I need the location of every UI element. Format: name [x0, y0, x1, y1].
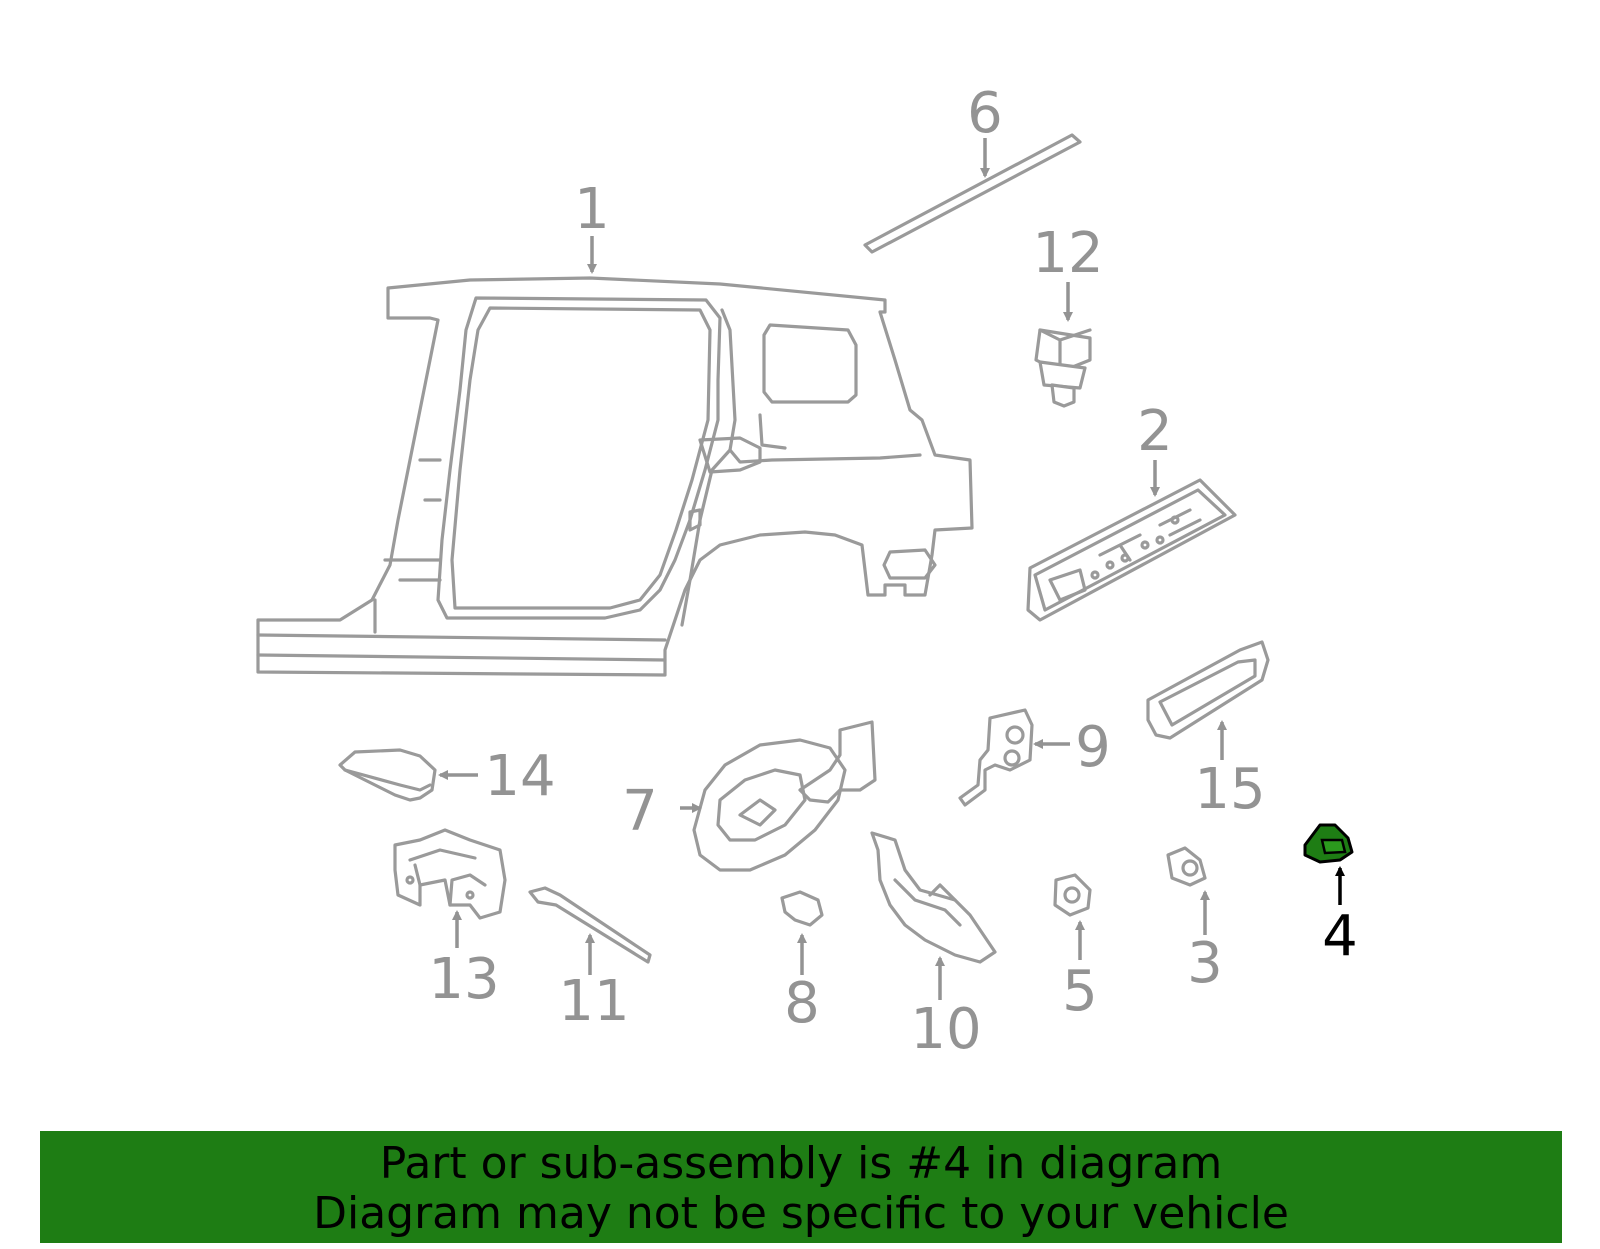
- callout-4: 4: [1322, 904, 1358, 969]
- callout-10: 10: [910, 997, 981, 1062]
- part-4-highlighted[interactable]: [1303, 823, 1354, 864]
- callout-6: 6: [967, 81, 1003, 146]
- part-2-reinforcement[interactable]: [1026, 478, 1237, 622]
- callout-11: 11: [558, 969, 629, 1034]
- footer-line-2: Diagram may not be specific to your vehi…: [313, 1188, 1289, 1239]
- leader-arrows: [438, 138, 1345, 1000]
- callout-8: 8: [784, 971, 820, 1036]
- callout-2: 2: [1137, 399, 1173, 464]
- part-1-body-side-panel[interactable]: [256, 276, 974, 677]
- footer-line-1: Part or sub-assembly is #4 in diagram: [379, 1138, 1223, 1189]
- callout-7: 7: [622, 779, 658, 844]
- part-14-small-panel[interactable]: [338, 748, 437, 802]
- footer-banner: Part or sub-assembly is #4 in diagram Di…: [40, 1131, 1562, 1243]
- part-15-housing[interactable]: [1146, 640, 1270, 740]
- part-10-bracket[interactable]: [870, 831, 997, 964]
- callout-3: 3: [1187, 931, 1223, 996]
- part-3-push-pin[interactable]: [1166, 846, 1207, 887]
- callout-12: 12: [1032, 221, 1103, 286]
- part-8-clip[interactable]: [780, 890, 824, 927]
- callout-9: 9: [1075, 715, 1111, 780]
- part-9-hinge[interactable]: [958, 708, 1034, 807]
- part-5-nut[interactable]: [1053, 873, 1092, 917]
- callout-labels: 1 2 3 4 5 6 7 8 9 10 11 12 13 14 15: [428, 81, 1357, 1062]
- part-11-rod[interactable]: [528, 886, 652, 964]
- callout-1: 1: [574, 177, 610, 242]
- part-6-molding[interactable]: [863, 133, 1082, 254]
- callout-14: 14: [484, 744, 555, 809]
- part-12-clip[interactable]: [1034, 328, 1092, 408]
- callout-5: 5: [1062, 959, 1098, 1024]
- callout-15: 15: [1194, 757, 1265, 822]
- part-13-bracket[interactable]: [393, 828, 507, 920]
- part-7-fuel-door[interactable]: [692, 720, 877, 872]
- callout-13: 13: [428, 947, 499, 1012]
